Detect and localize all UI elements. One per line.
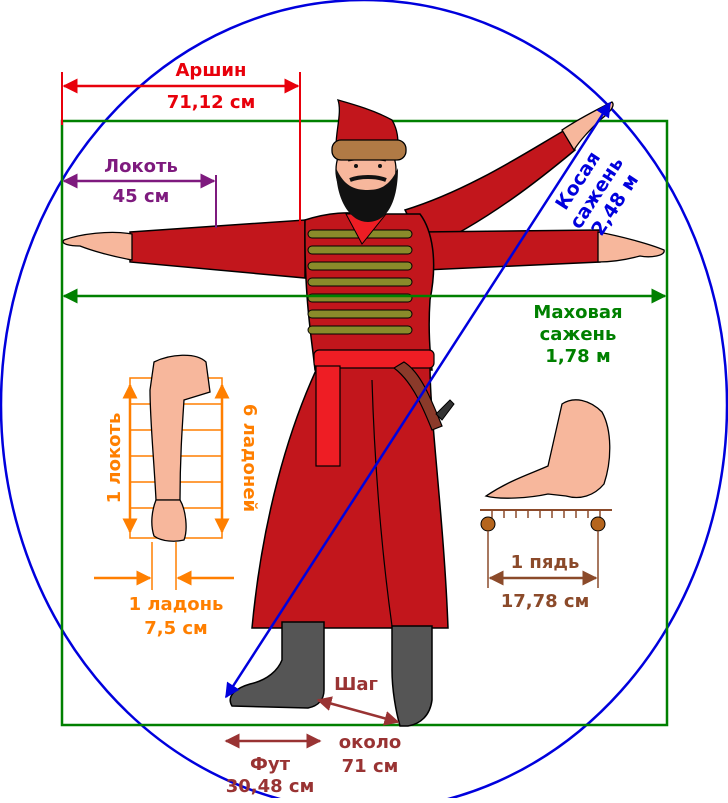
arshin-value: 71,12 см	[167, 92, 256, 113]
pyad-value: 17,78 см	[501, 591, 590, 612]
lokot-value: 45 см	[113, 186, 170, 207]
makhovaya-line1: Маховая	[533, 302, 622, 323]
fut-title: Фут	[250, 754, 291, 775]
lokot-title: Локоть	[104, 156, 178, 177]
ladon-title: 1 ладонь	[129, 594, 224, 615]
shag-arrow	[316, 696, 400, 726]
shag-value-line2: 71 см	[342, 756, 399, 777]
arm-detail	[94, 354, 234, 590]
fut-value: 30,48 см	[226, 776, 315, 797]
arm-left-label: 1 локоть	[104, 413, 125, 504]
makhovaya-value: 1,78 м	[545, 346, 610, 367]
ladon-value: 7,5 см	[144, 618, 208, 639]
makhovaya-line2: сажень	[540, 324, 617, 345]
pyad-title: 1 пядь	[511, 552, 580, 573]
shag-title: Шаг	[334, 674, 378, 695]
arm-right-label: 6 ладоней	[239, 404, 260, 512]
shag-value-line1: около	[339, 732, 402, 753]
arshin-title: Аршин	[176, 60, 247, 81]
kosaya-arrow	[224, 101, 612, 699]
